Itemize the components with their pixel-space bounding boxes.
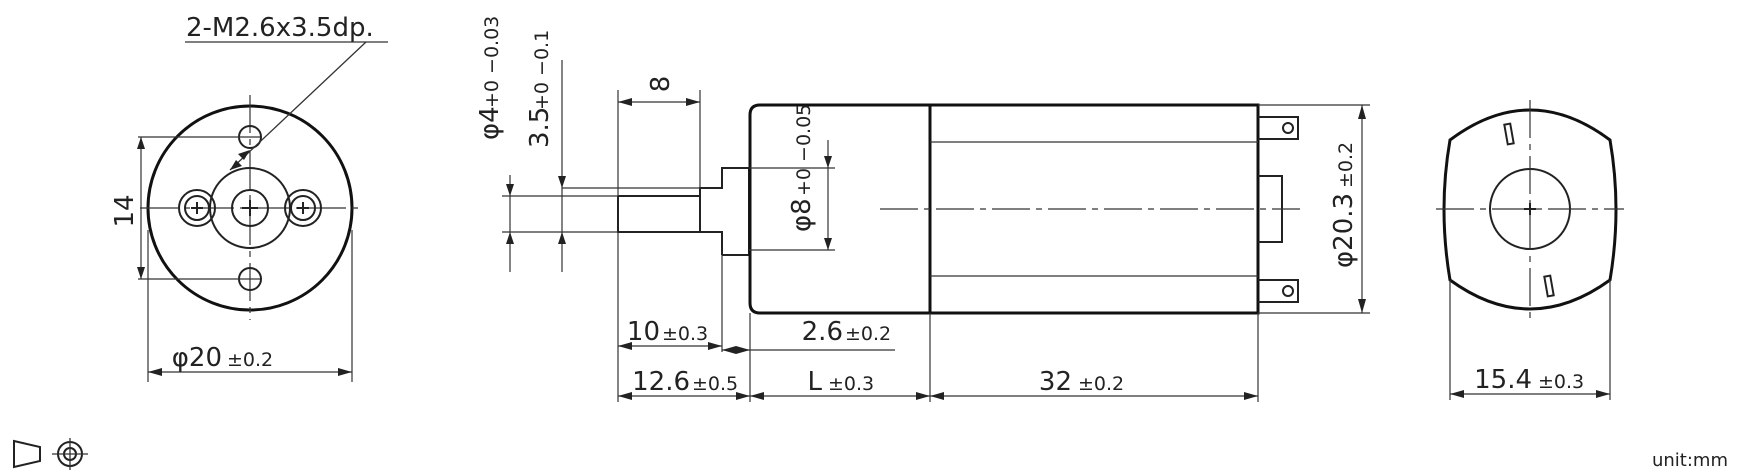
thread-callout: 2-M2.6x3.5dp. — [186, 13, 374, 43]
d8-label: 8 — [646, 76, 676, 93]
phi8-tol: +0 −0.05 — [793, 104, 815, 196]
projection-symbol-icon — [13, 438, 88, 470]
d35-label: 3.5 — [525, 107, 555, 148]
dL-tol: ±0.3 — [828, 373, 874, 395]
phi8-label: φ8 — [787, 198, 817, 232]
dL-label: L — [808, 367, 823, 397]
side-view: φ4 +0 −0.03 3.5 +0 −0.1 8 φ8 +0 −0.05 φ2… — [475, 16, 1370, 402]
phi4-tol: +0 −0.03 — [481, 16, 503, 108]
d26-tol: ±0.2 — [845, 323, 891, 345]
d126-label: 12.6 — [632, 367, 690, 397]
d10-label: 10 — [627, 317, 660, 347]
dia20-tol: ±0.2 — [227, 349, 273, 371]
phi203-tol: ±0.2 — [1335, 142, 1357, 188]
d32-label: 32 — [1039, 367, 1072, 397]
d32-tol: ±0.2 — [1078, 373, 1124, 395]
d26-label: 2.6 — [802, 317, 843, 347]
d35-tol: +0 −0.1 — [531, 30, 553, 110]
rear-view: 15.4 ±0.3 — [1436, 100, 1624, 400]
dim-14-label: 14 — [110, 194, 140, 227]
d154-tol: ±0.3 — [1538, 371, 1584, 393]
phi4-label: φ4 — [475, 106, 505, 140]
phi203-label: φ20.3 — [1329, 193, 1359, 268]
d10-tol: ±0.3 — [662, 323, 708, 345]
d126-tol: ±0.5 — [692, 373, 738, 395]
unit-label: unit:mm — [1652, 450, 1728, 471]
dia20-label: φ20 — [172, 343, 222, 373]
front-view: 2-M2.6x3.5dp. 14 φ20 ±0.2 — [110, 13, 388, 382]
d154-label: 15.4 — [1474, 365, 1532, 395]
